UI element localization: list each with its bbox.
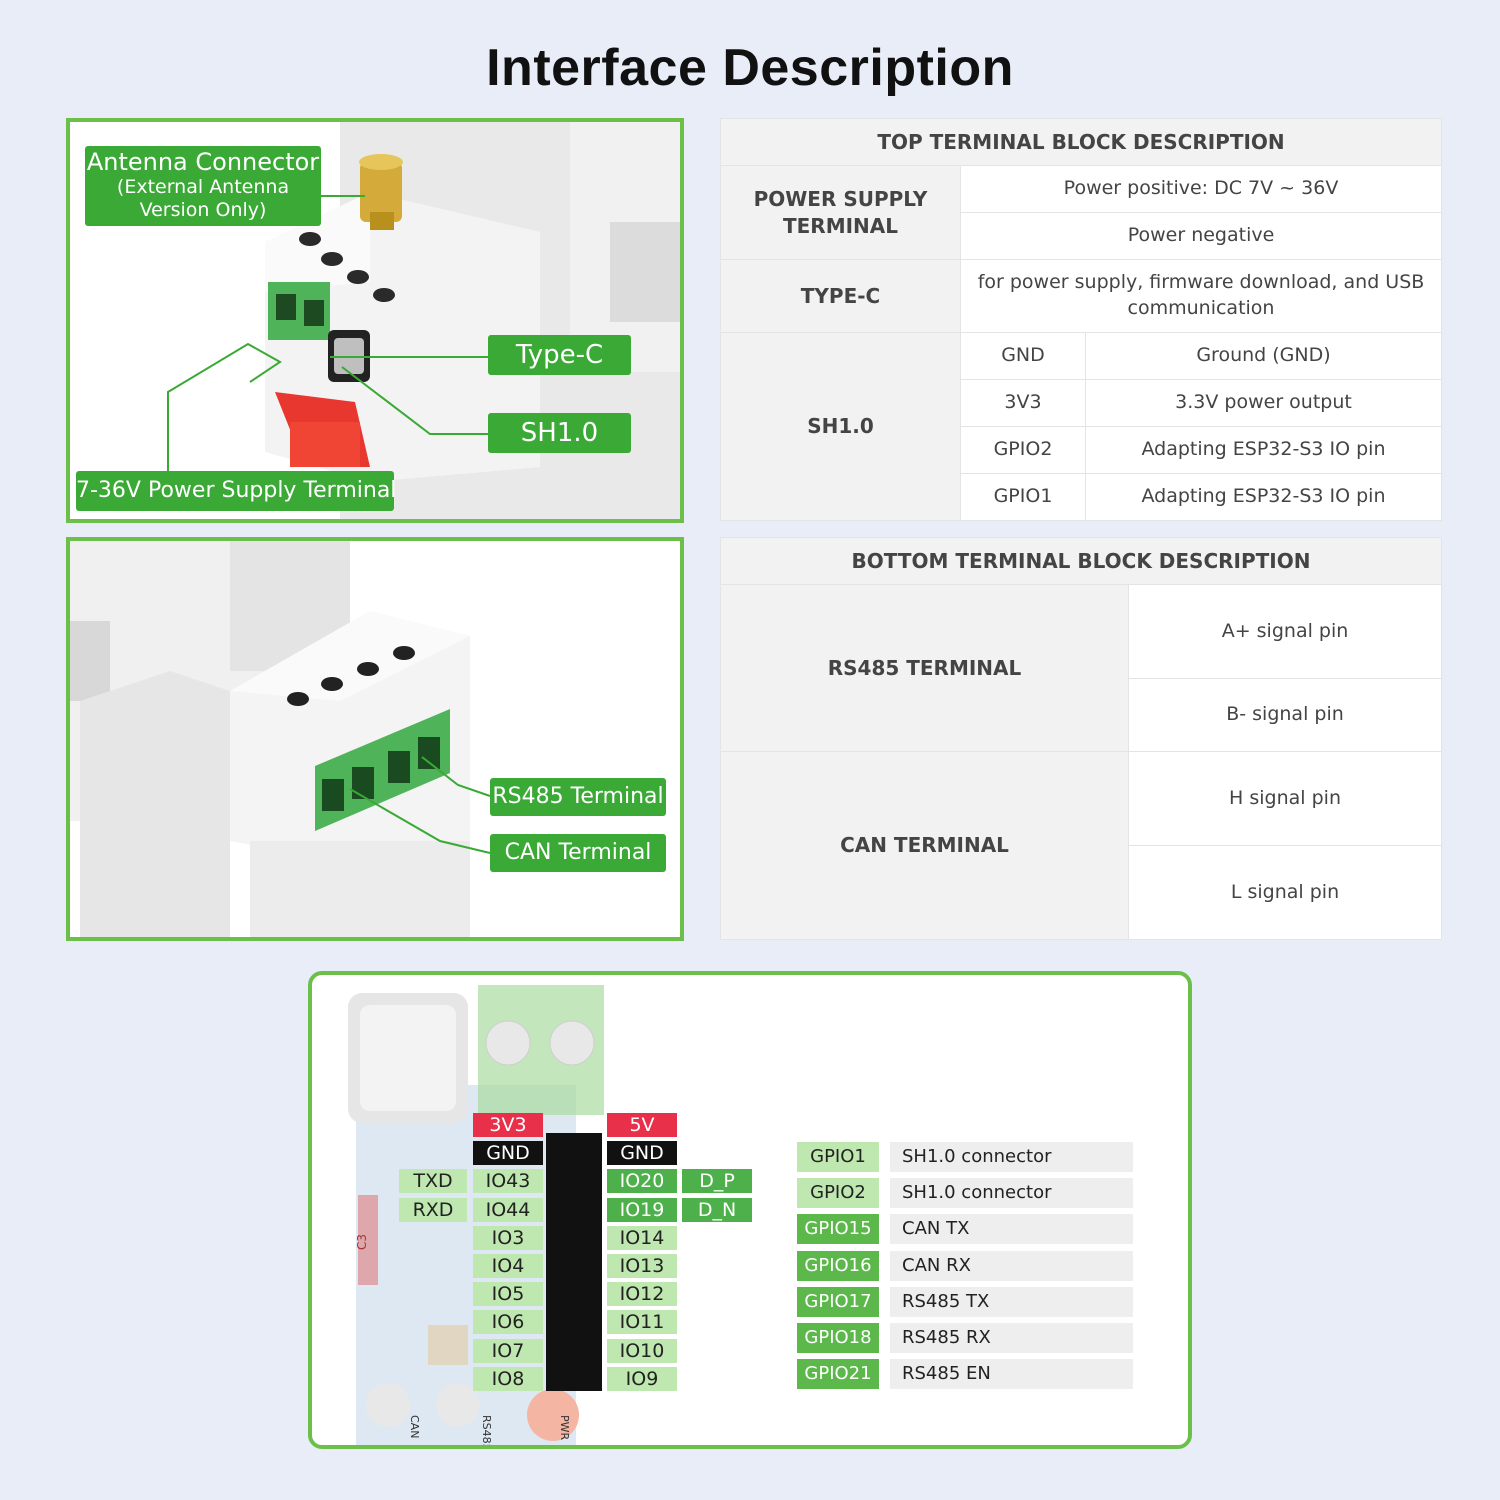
- sh-desc-cell: Ground (GND): [1085, 332, 1442, 380]
- pin-right-9: IO10: [607, 1338, 677, 1363]
- sh-desc-cell: Adapting ESP32-S3 IO pin: [1085, 473, 1442, 521]
- bottom-device-illustration: [70, 541, 491, 937]
- rs485-b-cell: B- signal pin: [1127, 678, 1443, 752]
- pin-right-extra-2: D_N: [682, 1197, 752, 1222]
- page-title: Interface Description: [486, 39, 1014, 97]
- top-device-illustration: [167, 122, 680, 519]
- gpio-name-cell: GPIO18: [797, 1323, 879, 1353]
- pin-left-extra-1: TXD: [399, 1169, 467, 1194]
- pin-right-4: IO19: [607, 1197, 677, 1222]
- pin-left-8: IO6: [473, 1310, 543, 1335]
- antenna-label-line3: Version Only): [139, 199, 267, 221]
- power-supply-terminal-label: 7-36V Power Supply Terminal: [76, 471, 396, 511]
- gpio-name-cell: GPIO2: [797, 1178, 879, 1209]
- power-supply-terminal-cell: POWER SUPPLY TERMINAL: [720, 165, 961, 260]
- pin-left-10: IO8: [473, 1366, 543, 1391]
- board-mark-pwr: PWR: [558, 1415, 571, 1441]
- pin-left-6: IO4: [473, 1254, 543, 1278]
- gpio-desc-cell: RS485 TX: [890, 1286, 1133, 1317]
- gpio-name-cell: GPIO21: [797, 1359, 879, 1390]
- rs485-terminal-label: RS485 Terminal: [490, 778, 666, 816]
- antenna-label-line2: (External Antenna: [116, 176, 290, 198]
- antenna-label-line1: Antenna Connector: [86, 148, 320, 176]
- gpio-name-cell: GPIO16: [797, 1250, 879, 1281]
- top-device-panel: Antenna Connector (External Antenna Vers…: [66, 118, 684, 523]
- can-terminal-label: CAN Terminal: [490, 834, 666, 872]
- gpio-name-cell: GPIO1: [797, 1142, 879, 1172]
- sh-desc-cell: Adapting ESP32-S3 IO pin: [1085, 426, 1442, 474]
- pin-left-3: IO43: [473, 1169, 543, 1194]
- rs485-a-cell: A+ signal pin: [1127, 584, 1443, 679]
- bottom-terminal-table: BOTTOM TERMINAL BLOCK DESCRIPTION RS485 …: [719, 537, 1443, 940]
- pin-left-extra-2: RXD: [399, 1197, 467, 1222]
- top-table-header: TOP TERMINAL BLOCK DESCRIPTION: [720, 118, 1442, 166]
- pin-right-2: GND: [607, 1141, 677, 1166]
- power-label-line2: TERMINAL: [782, 213, 898, 238]
- pin-right-extra-1: D_P: [682, 1169, 752, 1194]
- sh10-cell: SH1.0: [720, 332, 961, 521]
- gpio-desc-cell: SH1.0 connector: [890, 1142, 1133, 1172]
- type-c-cell: TYPE-C: [720, 259, 961, 333]
- sh-pin-cell: 3V3: [960, 379, 1086, 427]
- sh10-label: SH1.0: [488, 413, 631, 453]
- sh-desc-cell: 3.3V power output: [1085, 379, 1442, 427]
- gpio-desc-cell: RS485 RX: [890, 1323, 1133, 1353]
- top-terminal-table: TOP TERMINAL BLOCK DESCRIPTION POWER SUP…: [720, 118, 1442, 521]
- gpio-desc-cell: CAN TX: [890, 1214, 1133, 1245]
- board-mark-rs485: RS485: [480, 1415, 493, 1449]
- gpio-desc-cell: SH1.0 connector: [890, 1178, 1133, 1209]
- board-mark-c3: C3: [355, 1234, 369, 1250]
- type-c-label: Type-C: [488, 335, 631, 375]
- pin-left-1: 3V3: [473, 1113, 543, 1137]
- pin-right-7: IO12: [607, 1282, 677, 1307]
- sh-pin-cell: GND: [960, 332, 1086, 380]
- type-c-desc-cell: for power supply, firmware download, and…: [960, 259, 1442, 333]
- rs485-terminal-cell: RS485 TERMINAL: [720, 584, 1129, 752]
- bottom-table-header: BOTTOM TERMINAL BLOCK DESCRIPTION: [719, 537, 1443, 585]
- gpio-name-cell: GPIO17: [797, 1286, 879, 1317]
- pin-right-10: IO9: [607, 1366, 677, 1391]
- gpio-desc-cell: CAN RX: [890, 1250, 1133, 1281]
- sh-pin-cell: GPIO2: [960, 426, 1086, 474]
- pin-left-5: IO3: [473, 1225, 543, 1250]
- pin-left-9: IO7: [473, 1338, 543, 1363]
- pin-left-4: IO44: [473, 1197, 543, 1222]
- pin-right-6: IO13: [607, 1254, 677, 1278]
- power-positive-cell: Power positive: DC 7V ~ 36V: [960, 165, 1442, 213]
- sh-pin-cell: GPIO1: [960, 473, 1086, 521]
- pin-left-2: GND: [473, 1141, 543, 1166]
- can-terminal-cell: CAN TERMINAL: [720, 751, 1129, 940]
- pin-right-8: IO11: [607, 1310, 677, 1335]
- bottom-device-panel: RS485 Terminal CAN Terminal: [66, 537, 684, 941]
- pin-right-1: 5V: [607, 1113, 677, 1137]
- power-negative-cell: Power negative: [960, 212, 1442, 260]
- gpio-name-cell: GPIO15: [797, 1214, 879, 1245]
- power-label-line1: POWER SUPPLY: [753, 186, 928, 211]
- pin-right-5: IO14: [607, 1225, 677, 1250]
- antenna-connector-label: Antenna Connector (External Antenna Vers…: [85, 146, 321, 226]
- pin-left-7: IO5: [473, 1282, 543, 1307]
- pin-right-3: IO20: [607, 1169, 677, 1194]
- gpio-desc-cell: RS485 EN: [890, 1359, 1133, 1390]
- board-mark-can: CAN: [408, 1415, 421, 1438]
- can-l-cell: L signal pin: [1127, 845, 1443, 940]
- can-h-cell: H signal pin: [1127, 751, 1443, 846]
